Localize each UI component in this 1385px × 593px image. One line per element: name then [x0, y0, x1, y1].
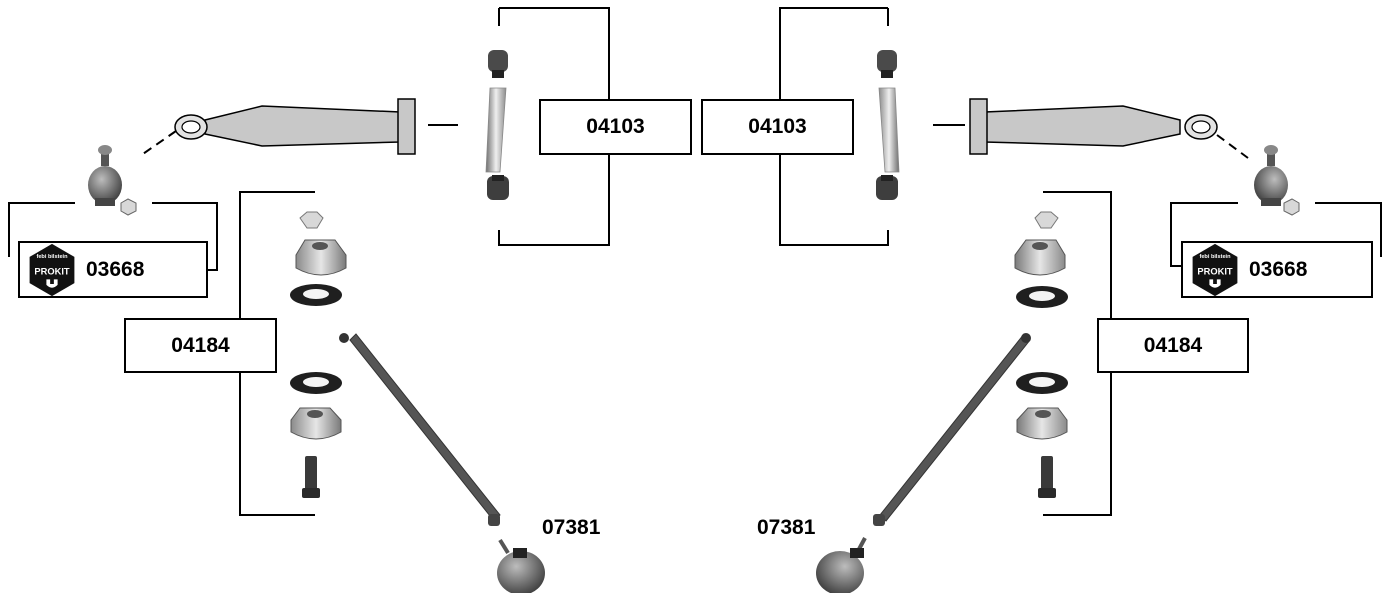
part-label-07381-right: 07381 [757, 516, 816, 539]
strut-rod-left [339, 333, 545, 593]
control-arm-right [933, 98, 1249, 159]
svg-text:febi bilstein: febi bilstein [1199, 253, 1231, 259]
part-label-04103-left: 04103 [539, 99, 692, 155]
part-number: 03668 [86, 257, 145, 281]
svg-text:PROKIT: PROKIT [1197, 266, 1233, 276]
part-label-03668-left: febi bilstein PROKIT 03668 [18, 241, 208, 298]
ball-joint-left [88, 145, 137, 216]
prokit-badge-icon: febi bilstein PROKIT [29, 243, 75, 296]
part-number: 03668 [1249, 257, 1308, 281]
svg-text:PROKIT: PROKIT [34, 266, 70, 276]
part-label-04184-left: 04184 [124, 318, 277, 373]
svg-text:febi bilstein: febi bilstein [36, 253, 68, 259]
bushing-stack-left [290, 211, 347, 498]
bushing-stack-right [1014, 211, 1068, 498]
control-arm-left [139, 98, 458, 157]
tie-rod-right [876, 50, 900, 200]
part-label-04184-right: 04184 [1097, 318, 1249, 373]
strut-rod-right [816, 333, 1031, 593]
ball-joint-right [1254, 145, 1300, 216]
prokit-badge-icon: febi bilstein PROKIT [1192, 243, 1238, 296]
part-label-07381-left: 07381 [542, 516, 601, 539]
bracket-lines-left [8, 7, 610, 516]
bracket-lines-right [779, 7, 1382, 516]
part-label-03668-right: febi bilstein PROKIT 03668 [1181, 241, 1373, 298]
tie-rod-left [485, 50, 509, 200]
part-label-04103-right: 04103 [701, 99, 854, 155]
